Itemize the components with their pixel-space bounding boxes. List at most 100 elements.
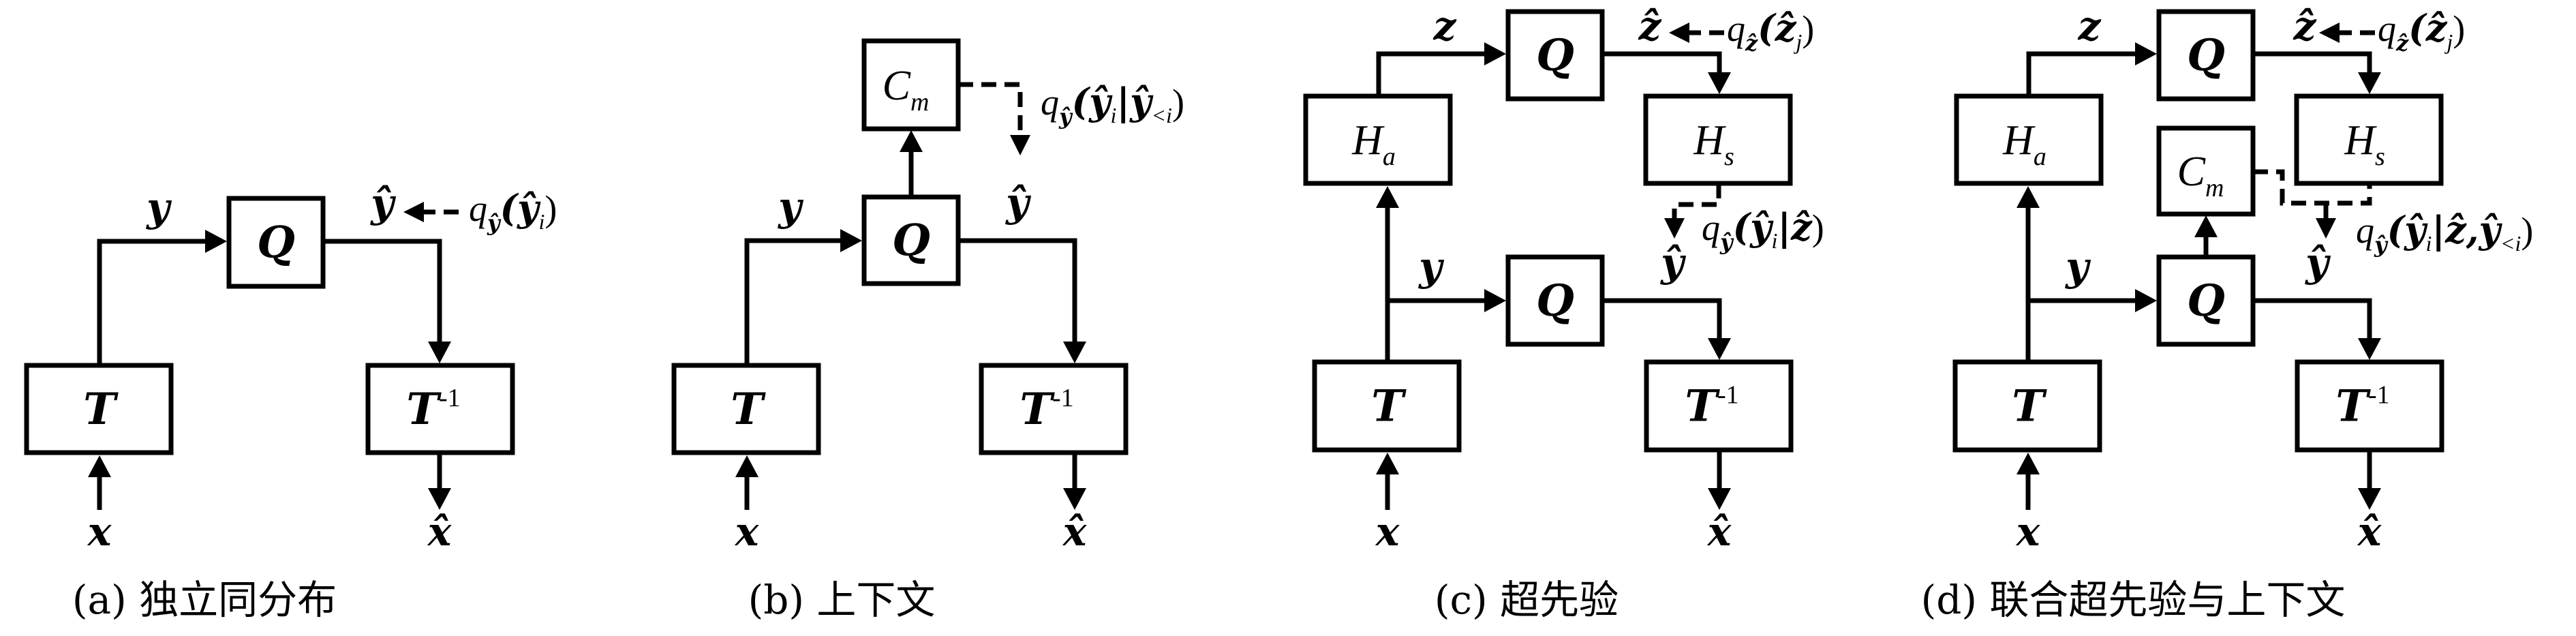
inverse-transform-label: T [1019,384,1055,435]
caption-a: (a) 独立同分布 [72,577,337,623]
hyper-analysis-label: Ha [1351,117,1396,171]
inverse-transform-box [365,363,515,455]
hyper-quantizer-box [1505,9,1605,102]
entropy-q: q [469,188,487,229]
transform-label: T [2012,381,2047,432]
entropy-arg-sub: i [1111,103,1117,127]
entropy-arg-sub: i [2426,231,2432,256]
quantizer-label: Q [1536,275,1574,327]
boxes-layer [24,9,2444,455]
hyper-arg-sub: j [1793,29,1802,54]
entropy-model-label-d: qŷ(ŷi|ẑ,ŷ<i) [2356,208,2533,258]
q-input-arrowhead [1484,289,1506,312]
entropy-q: q [1041,82,1059,123]
hyper-entropy-arrowhead [2319,22,2340,43]
output-arrowhead [428,488,451,510]
entropy-cond: |ẑ,ŷ [2432,208,2502,252]
inverse-transform-label: T-1 [1685,381,1738,432]
entropy-close: ) [1172,82,1184,123]
entropy-model-label-a: qŷ(ŷi) [469,186,557,236]
input-arrowhead [88,455,111,477]
hs-label: H [1693,117,1726,164]
wires-layer [88,22,2381,510]
entropy-q: q [2356,210,2374,251]
entropy-arg-sub: i [539,209,545,234]
quantizer-label: Q [257,217,295,269]
yhat-wire [2253,298,2372,342]
hyper-quantizer-box [2156,9,2256,102]
hyper-close: ) [2453,8,2465,49]
ha-arrowhead [1376,186,1399,208]
quantizer-box [1505,254,1605,347]
entropy-q-sub: ŷ [2374,232,2389,258]
hs-arrowhead [2358,72,2381,94]
inverse-transform-label: T-1 [2335,381,2389,432]
output-arrowhead [2358,488,2381,510]
entropy-close: ) [2521,210,2533,251]
z-hat-wire [1602,51,1722,76]
signal-y: y [2064,243,2091,290]
entropy-model-label-b: qŷ(ŷi|ŷ<i) [1041,80,1184,130]
inverse-transform-label: T [1685,381,1720,432]
hyper-quantizer-label: Q [2187,30,2225,81]
entropy-q-sub: ŷ [1058,104,1073,130]
hyper-quantizer-label: Q [1536,30,1574,81]
q-input-arrowhead [2135,289,2157,312]
context-model-label: Cm [883,63,930,117]
transform-box [1312,359,1462,453]
transform-box [1952,359,2102,453]
hyper-q-arrowhead [2135,42,2157,65]
signal-y-hat: ŷ [1659,239,1687,286]
hs-sub: s [1724,142,1734,171]
signal-y: y [145,184,172,230]
entropy-arg: (ŷ [1072,80,1114,123]
tinv-input-arrowhead [2358,338,2381,360]
signal-z-hat: ẑ [1638,3,1662,49]
tinv-input-arrowhead [1708,338,1731,360]
context-arrowhead [900,130,923,152]
signal-y-hat: ŷ [369,180,397,226]
input-arrowhead [1376,453,1399,474]
tinv-input-arrowhead [428,342,451,363]
hyper-arg: (ẑ [1758,6,1797,50]
q-input-arrowhead [840,229,862,252]
context-entropy-dash [958,82,1023,136]
quantizer-box [861,194,961,286]
transform-box [671,363,821,455]
tinv-input-arrowhead [1063,342,1086,363]
transform-label: T [731,384,766,435]
entropy-arg: (ŷ [2387,208,2429,252]
hyper-arg: (ẑ [2408,6,2448,50]
quantizer-box [2156,254,2256,347]
caption-c: (c) 超先验 [1435,577,1619,623]
transform-label: T [83,384,119,435]
hs-arrowhead [1708,72,1731,94]
entropy-arg: (ŷ [1733,205,1775,249]
yhat-wire [958,238,1077,345]
ha-sub: a [1383,142,1396,171]
input-arrowhead [2017,453,2040,474]
hs-label: H [2344,117,2377,164]
signal-z: z [2078,3,2102,49]
hyper-arg-sub: j [2444,29,2453,54]
hyper-entropy-label: qẑ(ẑj) [1727,6,1814,56]
output-arrowhead [1708,488,1731,510]
entropy-cond: |ẑ [1777,205,1813,249]
hyper-synthesis-label: Hs [2344,117,2385,171]
caption-d: (d) 联合超先验与上下文 [1921,577,2346,623]
hs-entropy-dash [1672,183,1721,219]
inverse-superscript: -1 [1717,381,1739,410]
signal-z: z [1433,3,1457,49]
signal-x-hat: x̂ [427,509,453,555]
inverse-transform-box [979,363,1129,455]
entropy-model-arrowhead [403,202,424,222]
entropy-cond-sub: <i [2500,231,2521,256]
ha-arrowhead [2017,186,2040,208]
inverse-superscript: -1 [1052,384,1074,412]
hyper-entropy-arrowhead [1669,22,1689,43]
hyper-q-arrowhead [1484,42,1506,65]
joint-entropy-dash [2253,169,2372,206]
context-label: C [2177,149,2206,195]
ha-sub: a [2034,142,2046,171]
